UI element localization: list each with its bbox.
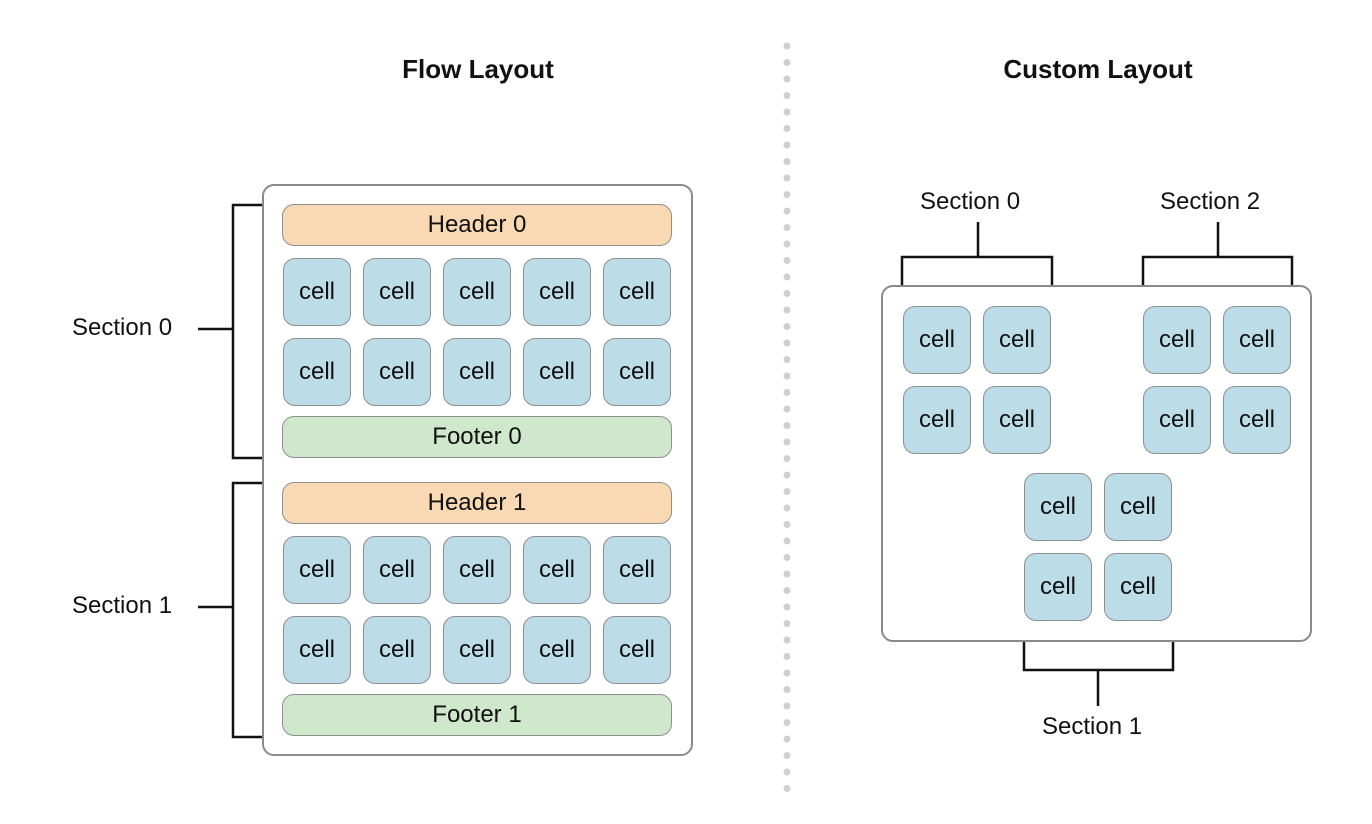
flow-layout-title: Flow Layout (402, 54, 554, 84)
custom-cell: cell (983, 306, 1051, 374)
custom-cell: cell (1104, 553, 1172, 621)
flow-header-1: Header 1 (282, 482, 672, 524)
flow-section-1-bracket (231, 481, 277, 739)
custom-cell: cell (1024, 473, 1092, 541)
flow-cell: cell (443, 338, 511, 406)
flow-cell: cell (283, 258, 351, 326)
custom-cell: cell (1143, 386, 1211, 454)
flow-section-0-bracket (231, 203, 277, 460)
flow-cell: cell (443, 258, 511, 326)
custom-cell: cell (983, 386, 1051, 454)
custom-section-1-label: Section 1 (1042, 713, 1143, 740)
custom-layout-title: Custom Layout (1003, 54, 1193, 84)
flow-cell: cell (523, 338, 591, 406)
custom-cell: cell (1223, 306, 1291, 374)
custom-cell: cell (903, 386, 971, 454)
flow-cell: cell (443, 616, 511, 684)
flow-cell: cell (603, 536, 671, 604)
flow-cell: cell (363, 258, 431, 326)
custom-cell: cell (1104, 473, 1172, 541)
flow-cell: cell (603, 338, 671, 406)
flow-cell: cell (523, 616, 591, 684)
flow-cell: cell (443, 536, 511, 604)
custom-section-0-label: Section 0 (920, 188, 1021, 215)
flow-section-0-label: Section 0 (72, 314, 173, 341)
flow-section-1-label: Section 1 (72, 592, 173, 619)
flow-cell: cell (363, 338, 431, 406)
flow-cell: cell (283, 616, 351, 684)
flow-cell: cell (283, 536, 351, 604)
custom-cell: cell (1024, 553, 1092, 621)
custom-cell: cell (1143, 306, 1211, 374)
flow-cell: cell (603, 616, 671, 684)
flow-cell: cell (603, 258, 671, 326)
flow-cell: cell (523, 258, 591, 326)
flow-header-0: Header 0 (282, 204, 672, 246)
custom-section-2-label: Section 2 (1160, 188, 1261, 215)
flow-cell: cell (523, 536, 591, 604)
flow-cell: cell (363, 616, 431, 684)
flow-cell: cell (283, 338, 351, 406)
flow-cell: cell (363, 536, 431, 604)
flow-footer-1: Footer 1 (282, 694, 672, 736)
flow-footer-0: Footer 0 (282, 416, 672, 458)
custom-cell: cell (1223, 386, 1291, 454)
custom-cell: cell (903, 306, 971, 374)
